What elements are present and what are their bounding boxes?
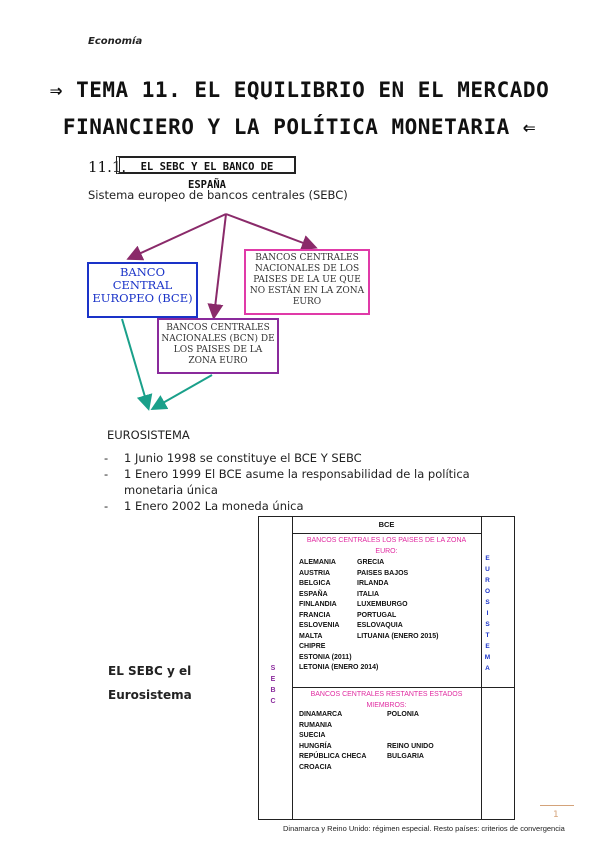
list-item: -1 Enero 2002 La moneda única (104, 499, 304, 513)
table-row: ESLOVENIA ESLOVAQUIA (299, 621, 479, 632)
vertical-letter: E (485, 643, 490, 650)
table-divider (292, 533, 481, 534)
sebc-table: BCE BANCOS CENTRALES LOS PAISES DE LA ZO… (258, 516, 515, 820)
vertical-letter: U (485, 566, 490, 573)
country-name: RUMANIA (299, 721, 333, 729)
table-row: ESPAÑA ITALIA (299, 590, 479, 601)
country-name: PORTUGAL (357, 611, 397, 619)
country-name: FINLANDIA (299, 601, 337, 608)
zona-euro-title: BANCOS CENTRALES LOS PAISES DE LA ZONA E… (306, 537, 467, 555)
table-row: SUECIA (299, 731, 479, 742)
table-row: CROACIA (299, 763, 479, 774)
arrow-to-bce (126, 213, 227, 261)
title-line-1: ⇒ TEMA 11. EL EQUILIBRIO EN EL MERCADO (49, 78, 550, 102)
arrow-to-bcn-in (207, 213, 227, 320)
country-name: LETONIA (ENERO 2014) (299, 664, 379, 671)
zona-euro-list: ALEMANIA GRECIA AUSTRIA PAISES BAJOS BELGICA… (299, 558, 479, 674)
country-name: LUXEMBURGO (357, 601, 408, 608)
country-name: DINAMARCA (299, 711, 343, 718)
lead-text: Sistema europeo de bancos centrales (SEB… (88, 188, 348, 202)
table-row: LETONIA (ENERO 2014) (299, 663, 479, 674)
table-divider (292, 517, 293, 819)
country-name: AUSTRIA (299, 569, 331, 577)
country-name: PAISES BAJOS (357, 569, 409, 577)
side-label-2: Eurosistema (108, 688, 192, 702)
document-header: Economía (88, 36, 143, 47)
teal-arrows (121, 318, 213, 411)
country-name: REINO UNIDO (387, 742, 434, 750)
country-name: REPÚBLICA CHECA (299, 753, 367, 760)
country-name: POLONIA (387, 711, 419, 718)
bcn-euro-box: BANCOS CENTRALES NACIONALES (BCN) DE LOS… (157, 318, 279, 374)
vertical-letter: R (485, 577, 490, 584)
table-row: FRANCIA PORTUGAL (299, 611, 479, 622)
vertical-letter: S (270, 665, 276, 672)
table-row: FINLANDIA LUXEMBURGO (299, 600, 479, 611)
country-name: LITUANIA (ENERO 2015) (357, 632, 439, 640)
vertical-letter: S (485, 599, 490, 606)
restantes-list: DINAMARCA POLONIA RUMANIA SUECIA HUNGRÍA REIN… (299, 710, 479, 773)
table-row: ESTONIA (2011) (299, 653, 479, 664)
country-name: ESLOVENIA (299, 622, 340, 629)
eurosistema-label: EUROSISTEMA (107, 428, 190, 442)
country-name: BULGARIA (387, 753, 424, 760)
page-number-rule (540, 805, 574, 806)
arrow-bcn-to-eurosistema (150, 374, 213, 410)
table-row: RUMANIA (299, 721, 479, 732)
country-name: ALEMANIA (299, 559, 336, 566)
country-name: ESLOVAQUIA (357, 622, 403, 629)
vertical-letter: S (485, 621, 490, 628)
arrow-bce-to-eurosistema (121, 318, 153, 411)
country-name: GRECIA (357, 559, 385, 566)
country-name: SUECIA (299, 732, 326, 739)
country-name: ESTONIA (2011) (299, 653, 352, 661)
vertical-letter: T (485, 632, 490, 639)
arrow-to-bcn-out (225, 213, 318, 251)
country-name: IRLANDA (357, 580, 389, 587)
table-row: DINAMARCA POLONIA (299, 710, 479, 721)
timeline-list: -1 Junio 1998 se constituye el BCE Y SEB… (104, 450, 504, 514)
page-number: 1 (553, 810, 559, 820)
table-caption: Dinamarca y Reino Unido: régimen especia… (283, 824, 565, 833)
restantes-title: BANCOS CENTRALES RESTANTES ESTADOS MIEMB… (310, 691, 463, 709)
vertical-letter: M (484, 654, 491, 661)
country-name: CHIPRE (299, 643, 326, 650)
table-header-bce: BCE (378, 520, 395, 529)
vertical-letter: A (485, 665, 490, 672)
country-name: FRANCIA (299, 611, 331, 619)
table-row: MALTA LITUANIA (ENERO 2015) (299, 632, 479, 643)
table-divider (481, 517, 482, 819)
table-row: CHIPRE (299, 642, 479, 653)
vertical-letter: C (270, 698, 276, 705)
country-name: CROACIA (299, 763, 332, 771)
title-line-2: FINANCIERO Y LA POLÍTICA MONETARIA ⇐ (62, 115, 537, 139)
bce-box: BANCO CENTRAL EUROPEO (BCE) (87, 262, 198, 318)
table-row: ALEMANIA GRECIA (299, 558, 479, 569)
table-row: BELGICA IRLANDA (299, 579, 479, 590)
table-row: HUNGRÍA REINO UNIDO (299, 742, 479, 753)
table-row: REPÚBLICA CHECA BULGARIA (299, 752, 479, 763)
bcn-non-euro-box: BANCOS CENTRALES NACIONALES DE LOS PAISE… (244, 249, 370, 315)
side-label-1: EL SEBC y el (108, 664, 192, 678)
vertical-letter: E (485, 555, 490, 562)
vertical-letter: E (270, 676, 276, 683)
country-name: MALTA (299, 632, 323, 640)
vertical-letter: I (486, 610, 489, 617)
table-divider (292, 687, 514, 688)
list-item: -1 Junio 1998 se constituye el BCE Y SEB… (104, 451, 362, 465)
country-name: HUNGRÍA (299, 742, 332, 750)
country-name: ITALIA (357, 590, 380, 598)
vertical-letter: B (270, 687, 276, 694)
country-name: BELGICA (299, 580, 331, 587)
section-title: EL SEBC Y EL BANCO DE ESPAÑA (116, 156, 296, 191)
country-name: ESPAÑA (299, 590, 328, 598)
list-item: -1 Enero 1999 El BCE asume la responsabi… (104, 467, 470, 497)
purple-arrows (126, 213, 318, 320)
vertical-letter: O (484, 588, 491, 595)
table-row: AUSTRIA PAISES BAJOS (299, 569, 479, 580)
